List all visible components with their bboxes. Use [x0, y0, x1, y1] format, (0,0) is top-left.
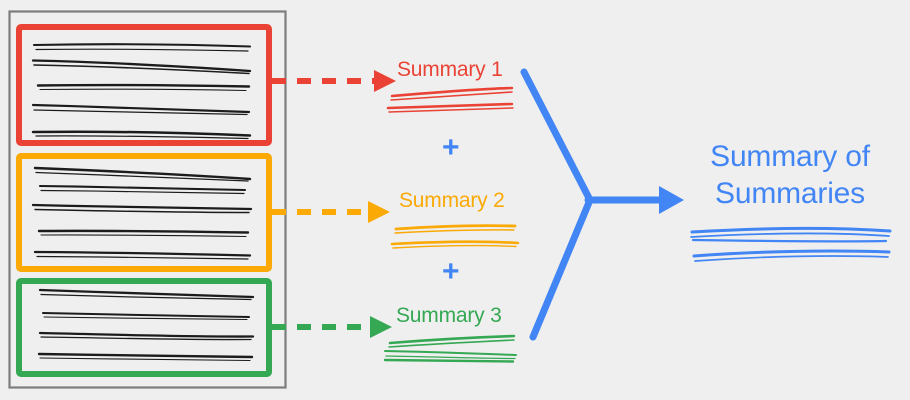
plus-operator-2: +	[442, 255, 460, 288]
document-section-2-text-lines	[31, 166, 253, 260]
document-section-1-text-lines	[31, 43, 252, 140]
summary-2-underlines	[390, 224, 520, 249]
final-summary-underlines	[690, 226, 892, 262]
final-summary-line-1: Summary of	[710, 140, 870, 173]
document-section-3-box	[16, 278, 272, 377]
document-section-2-box	[16, 153, 272, 272]
summary-2-label: Summary 2	[399, 189, 505, 212]
arrow-section-3-to-summary-3	[272, 316, 392, 338]
final-summary-line-2: Summaries	[715, 176, 865, 210]
merge-arrow-head	[659, 186, 684, 214]
summary-1-underlines	[386, 86, 514, 113]
arrow-section-2-to-summary-2	[272, 201, 390, 223]
summary-1-label: Summary 1	[397, 58, 503, 81]
document-section-1-box	[16, 24, 272, 146]
document-section-3-text-lines	[37, 288, 255, 362]
final-summary-label: Summary of Summaries	[690, 139, 890, 212]
source-document-border	[8, 10, 287, 389]
summary-3-label: Summary 3	[396, 304, 502, 327]
merge-arrow	[520, 68, 666, 341]
summary-3-underlines	[383, 334, 517, 363]
arrow-section-1-to-summary-1	[272, 70, 396, 92]
plus-operator-1: +	[442, 131, 460, 164]
